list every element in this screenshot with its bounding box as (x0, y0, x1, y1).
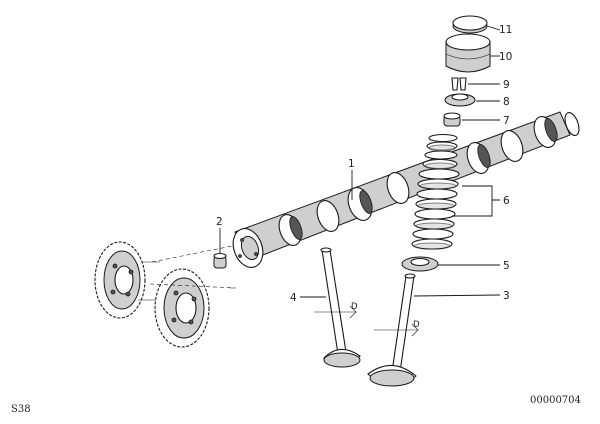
camshaft-drawing (232, 111, 580, 268)
bucket-tappet-drawing (445, 33, 491, 73)
callout-10[interactable]: 10 (499, 51, 512, 63)
callout-6[interactable]: 6 (503, 195, 510, 207)
valve-keeper-drawing (451, 77, 467, 91)
corner-label: S38 (11, 404, 31, 415)
valve-stem-seal-drawing (443, 112, 461, 127)
callout-2[interactable]: 2 (216, 216, 223, 228)
intake-valve-drawing (320, 247, 361, 368)
sprocket-front-drawing (94, 241, 146, 319)
spring-plate-drawing (401, 256, 439, 272)
callout-4[interactable]: 4 (290, 292, 297, 304)
exhaust-valve-drawing (367, 273, 417, 387)
drawing-id: 00000704 (530, 395, 581, 406)
sprocket-rear-drawing (154, 268, 210, 348)
plug-drawing (213, 252, 227, 269)
ref-mark-exhaust: D (413, 320, 420, 330)
callout-7[interactable]: 7 (503, 115, 510, 127)
callout-5[interactable]: 5 (503, 260, 510, 272)
adjusting-disc-drawing (452, 15, 488, 34)
callout-9[interactable]: 9 (503, 79, 510, 91)
callout-3[interactable]: 3 (503, 290, 510, 302)
callout-11[interactable]: 11 (499, 24, 512, 36)
callout-8[interactable]: 8 (503, 96, 510, 108)
valve-springs-drawing (411, 133, 460, 250)
leader-lines (219, 25, 501, 298)
callout-1[interactable]: 1 (348, 158, 355, 170)
ref-mark-intake: D (351, 302, 358, 312)
spring-retainer-drawing (444, 93, 476, 107)
